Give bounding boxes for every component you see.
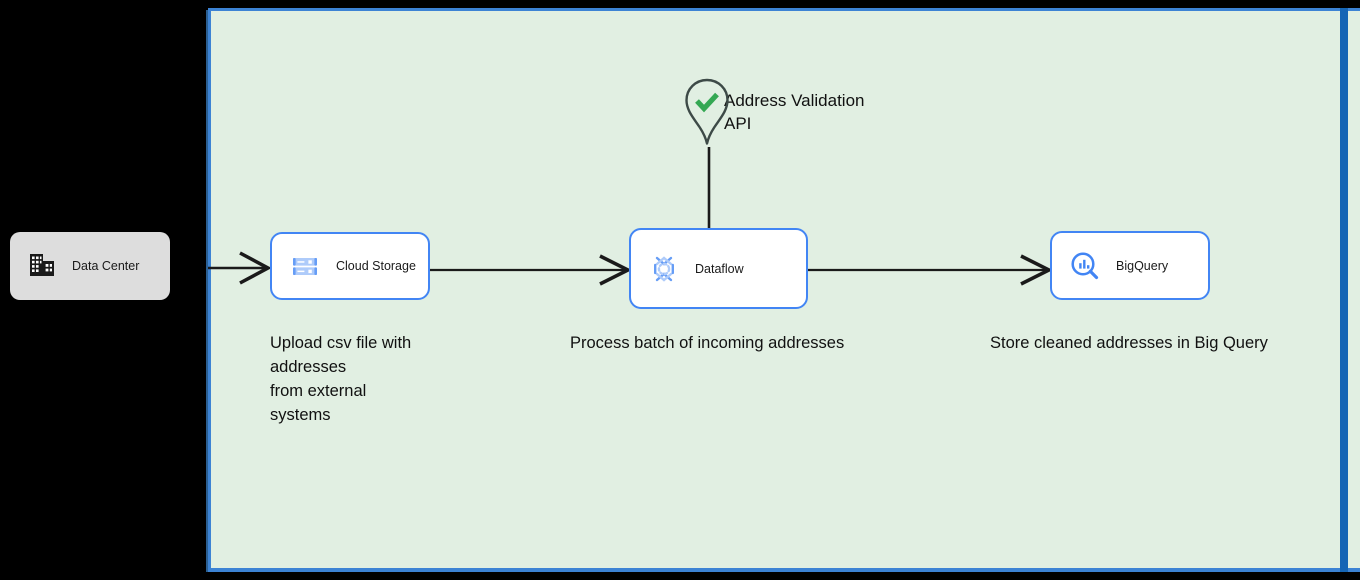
map-pin-check-icon bbox=[685, 78, 729, 145]
cloud-storage-icon bbox=[293, 258, 317, 275]
address-validation-api-node[interactable]: Address Validation API bbox=[684, 78, 865, 145]
node-dataflow[interactable]: Dataflow bbox=[629, 228, 808, 309]
conn-datacenter-to-storage bbox=[208, 251, 272, 285]
node-cloud-storage-label: Cloud Storage bbox=[336, 259, 416, 273]
caption-upload-csv: Upload csv file with addresses from exte… bbox=[270, 334, 412, 424]
caption-store-cleaned: Store cleaned addresses in Big Query bbox=[990, 334, 1268, 352]
container-right-border bbox=[1340, 8, 1348, 572]
address-validation-api-label: Address Validation API bbox=[724, 91, 865, 133]
data-center-building-icon bbox=[30, 254, 54, 276]
node-data-center[interactable]: Data Center bbox=[10, 232, 170, 300]
caption-process-batch: Process batch of incoming addresses bbox=[570, 334, 845, 352]
node-bigquery-label: BigQuery bbox=[1116, 258, 1169, 273]
conn-dataflow-to-bigquery bbox=[808, 254, 1053, 286]
node-dataflow-label: Dataflow bbox=[695, 261, 744, 276]
node-data-center-label: Data Center bbox=[72, 259, 140, 273]
dataflow-icon bbox=[653, 255, 674, 282]
container-edge-shadow bbox=[206, 10, 208, 572]
node-cloud-storage[interactable]: Cloud Storage bbox=[270, 232, 430, 300]
conn-storage-to-dataflow bbox=[430, 254, 632, 286]
bigquery-magnifier-icon bbox=[1071, 251, 1099, 279]
node-bigquery[interactable]: BigQuery bbox=[1050, 231, 1210, 300]
